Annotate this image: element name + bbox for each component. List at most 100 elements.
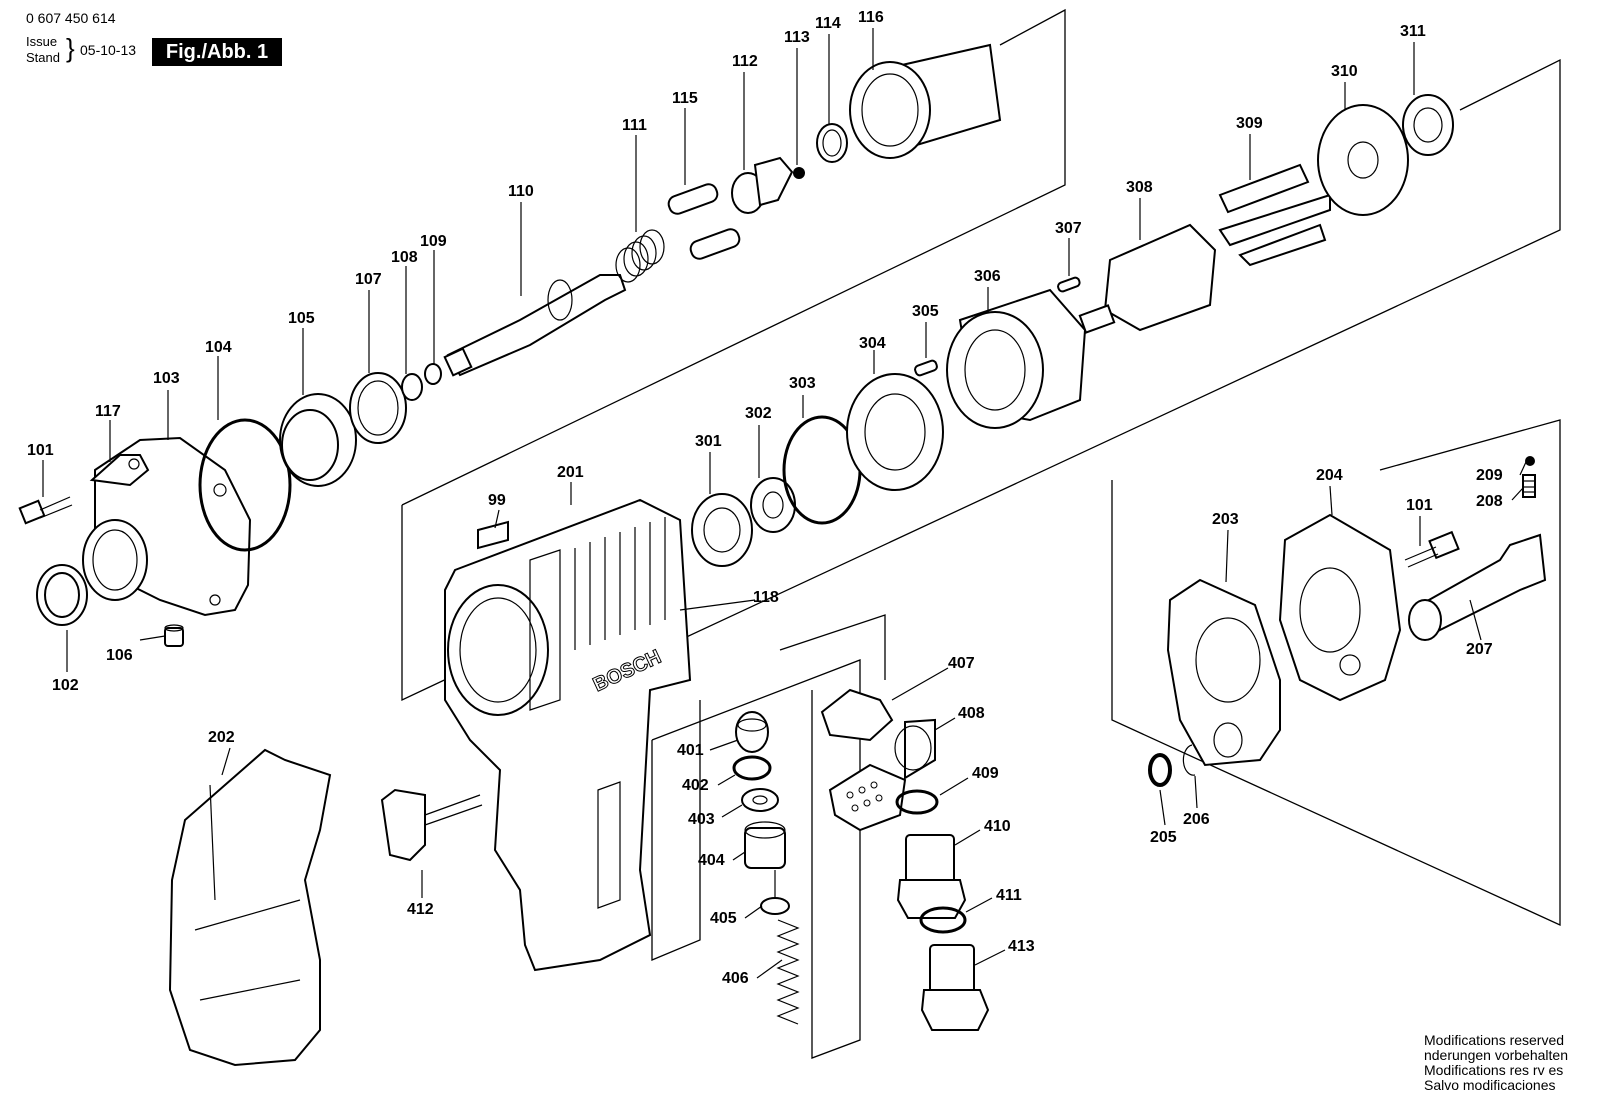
doc-number: 0 607 450 614 [26,10,116,26]
part-bracket-117 [89,454,150,487]
label-113: 113 [784,29,810,46]
part-screw-101-right [1404,530,1460,568]
part-ring-108 [401,373,423,401]
group-frame-400 [651,614,886,1059]
part-spring-406 [776,919,800,1025]
label-111: 111 [622,117,647,134]
part-screw-101 [18,496,73,525]
label-305: 305 [912,303,939,320]
footer-notice: Modifications reserved nderungen vorbeha… [1424,1033,1568,1093]
part-cylinder-306 [946,288,1087,429]
part-anvil-shaft-110 [443,274,627,377]
part-back-housing-204 [1278,513,1402,702]
label-207: 207 [1466,641,1493,658]
label-412: 412 [407,901,434,918]
part-rotor-308 [1078,223,1217,334]
label-114: 114 [815,15,841,32]
issue-label: Issue [26,34,58,49]
label-204: 204 [1316,467,1343,484]
label-303: 303 [789,375,816,392]
issue-date: 05-10-13 [80,42,137,58]
label-101-right: 101 [1406,497,1433,514]
label-105: 105 [288,310,315,327]
part-plate-408 [894,718,936,780]
label-413: 413 [1008,938,1035,955]
label-202: 202 [208,729,235,746]
label-307: 307 [1055,220,1082,237]
label-408: 408 [958,705,985,722]
part-pin-106 [164,624,184,647]
part-pins-115 [667,183,741,260]
label-101: 101 [27,442,54,459]
label-410: 410 [984,818,1011,835]
label-201: 201 [557,464,584,481]
part-oring-411 [919,906,967,934]
part-pin-307 [1057,276,1081,293]
label-99: 99 [488,492,506,509]
label-311: 311 [1400,23,1426,40]
housing-ribs [574,517,666,650]
stand-label: Stand [26,50,60,65]
part-plate-302 [750,477,796,533]
leader-lines [42,28,1527,979]
label-409: 409 [972,765,999,782]
label-406: 406 [722,970,749,987]
label-404: 404 [698,852,725,869]
label-117: 117 [95,403,121,420]
label-302: 302 [745,405,772,422]
label-309: 309 [1236,115,1263,132]
part-fitting-413 [920,944,990,1031]
part-oring-402 [732,755,772,781]
part-washer-403 [741,788,779,812]
label-206: 206 [1183,811,1210,828]
label-405: 405 [710,910,737,927]
label-209: 209 [1476,467,1503,484]
label-112: 112 [732,53,758,70]
label-308: 308 [1126,179,1153,196]
part-bearing-311 [1402,94,1454,156]
part-label-99 [477,520,509,550]
label-104: 104 [205,339,232,356]
label-103: 103 [153,370,180,387]
part-ring-114 [816,123,848,163]
footer-line-fr: Modifications res rv es [1423,1062,1564,1078]
part-end-plate-310 [1317,104,1409,216]
label-411: 411 [996,887,1022,904]
part-ball-113 [793,167,805,179]
part-labels: 99 101 102 103 104 105 106 107 108 109 1… [27,9,1503,987]
label-208: 208 [1476,493,1503,510]
part-oring-409 [895,789,939,815]
label-106: 106 [106,647,133,664]
part-ring-107 [349,372,407,444]
label-203: 203 [1212,511,1239,528]
label-116: 116 [858,9,884,26]
issue-brace: } [66,33,75,63]
label-118: 118 [753,589,779,606]
part-end-plate-304 [846,373,944,491]
footer-line-en: Modifications reserved [1423,1032,1565,1048]
part-spring-208 [1522,474,1536,498]
group-frame-100 [401,8,1066,702]
label-407: 407 [948,655,975,672]
figure-badge: Fig./Abb. 1 [152,38,282,66]
part-gasket-203 [1166,578,1281,767]
part-pin-305 [914,359,938,377]
part-filter-plate-408 [828,763,907,832]
part-ring-109 [424,363,442,385]
part-spring-111 [615,229,665,283]
label-403: 403 [688,811,715,828]
label-107: 107 [355,271,382,288]
part-sleeve-404 [744,821,786,869]
part-cam-112 [731,156,794,214]
part-oring-104 [198,418,292,552]
part-ball-209 [1525,456,1535,466]
part-valve-405 [760,870,790,915]
part-clip-206 [1182,744,1196,776]
label-108: 108 [391,249,418,266]
part-ring-205 [1148,753,1172,787]
footer-line-es: Salvo modificaciones [1423,1077,1556,1093]
part-fitting-410 [896,834,967,919]
part-main-housing-201: BOSCH [444,498,692,972]
label-115: 115 [672,90,698,107]
